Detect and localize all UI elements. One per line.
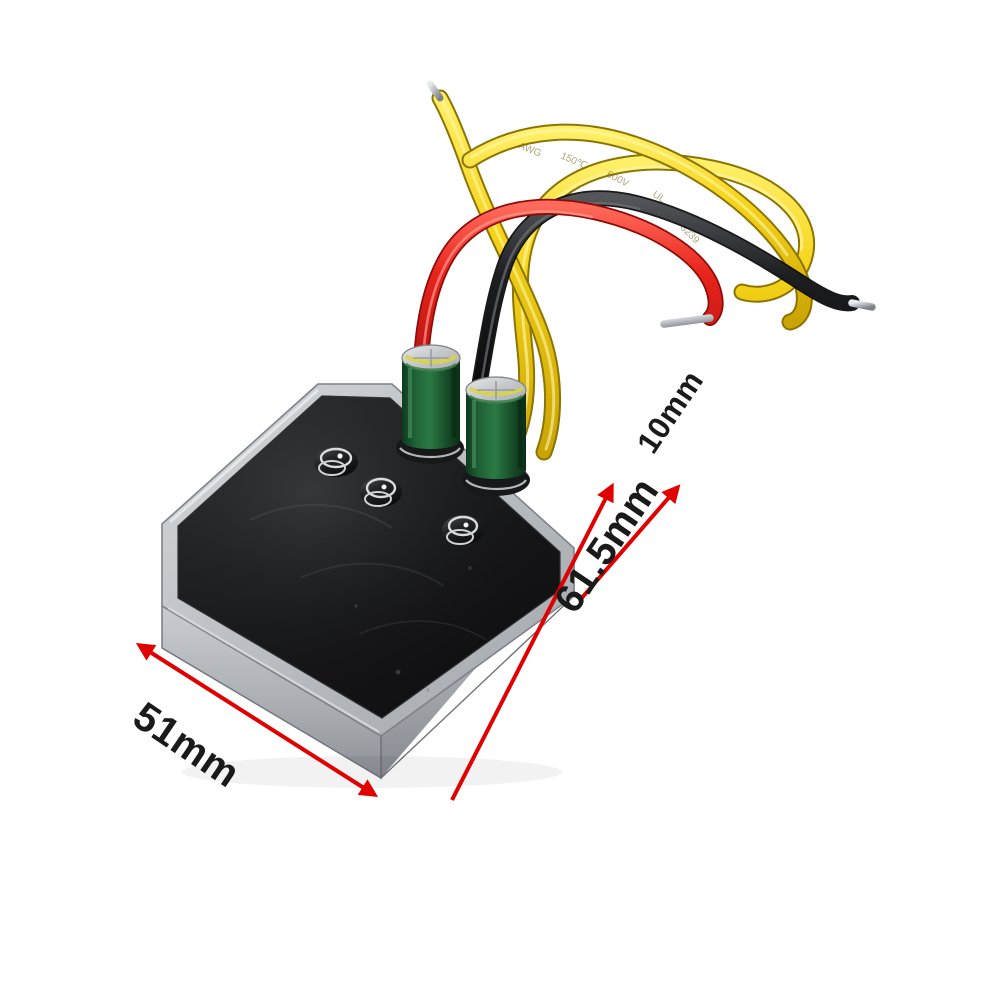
capacitor-1-vent [413,349,449,367]
potted-component-3 [442,515,484,545]
capacitor-1 [401,344,461,449]
potted-component-1 [314,447,358,477]
wire-black-tip [848,299,876,311]
wire-red-tip [660,314,714,328]
dimension-arrow-10mm [578,484,681,602]
potted-component-2 [360,477,402,507]
dimension-arrow-51mm [135,643,379,797]
capacitor-2-vent [477,381,515,399]
dimension-arrow-61-5mm [450,482,614,801]
capacitor-2 [465,376,527,479]
wire-yellow-1 [426,80,561,461]
potting-compound [177,395,561,719]
resin-texture [249,503,487,692]
wire-yellow-1-tip [426,80,444,102]
